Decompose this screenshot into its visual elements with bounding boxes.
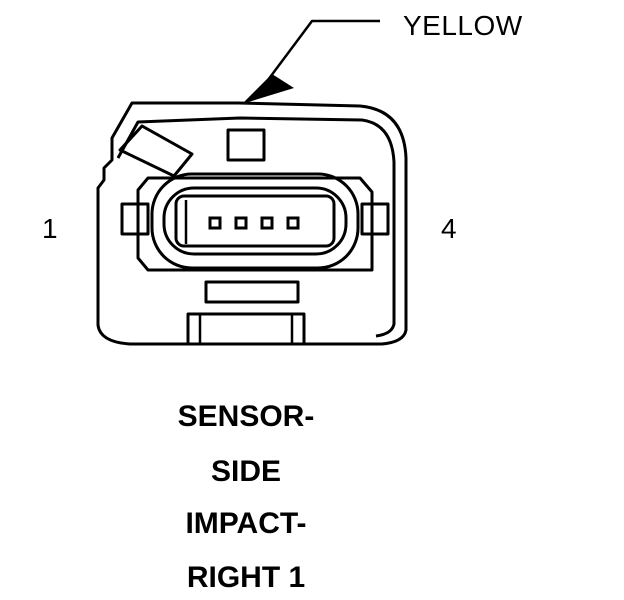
plug-outer [150, 172, 360, 270]
terminal-cavity [174, 194, 336, 248]
plug-inner [162, 186, 348, 256]
terminal-pin-2 [234, 216, 248, 230]
bottom-key [204, 280, 300, 304]
terminal-pin-4 [286, 216, 300, 230]
pin-number-right: 4 [441, 213, 457, 244]
pin-number-left: 1 [42, 213, 58, 244]
connector-inner-outline [116, 116, 396, 338]
caption-line-4: RIGHT 1 [186, 561, 306, 594]
terminal-pin-3 [260, 216, 274, 230]
callout-arrowhead [242, 74, 294, 104]
terminal-pin-1 [208, 216, 222, 230]
caption-line-1: SENSOR- [177, 400, 315, 433]
bottom-foot [186, 312, 306, 346]
right-rib [360, 202, 390, 236]
left-rib [120, 202, 150, 236]
top-key [226, 128, 266, 162]
latch-tab [118, 124, 194, 178]
connector-housing [96, 101, 408, 346]
callout-label: YELLOW [403, 10, 523, 41]
caption-line-3: IMPACT- [185, 507, 307, 540]
callout-leader-line [260, 19, 380, 89]
mating-body [136, 176, 374, 272]
caption-line-2: SIDE [210, 455, 282, 488]
